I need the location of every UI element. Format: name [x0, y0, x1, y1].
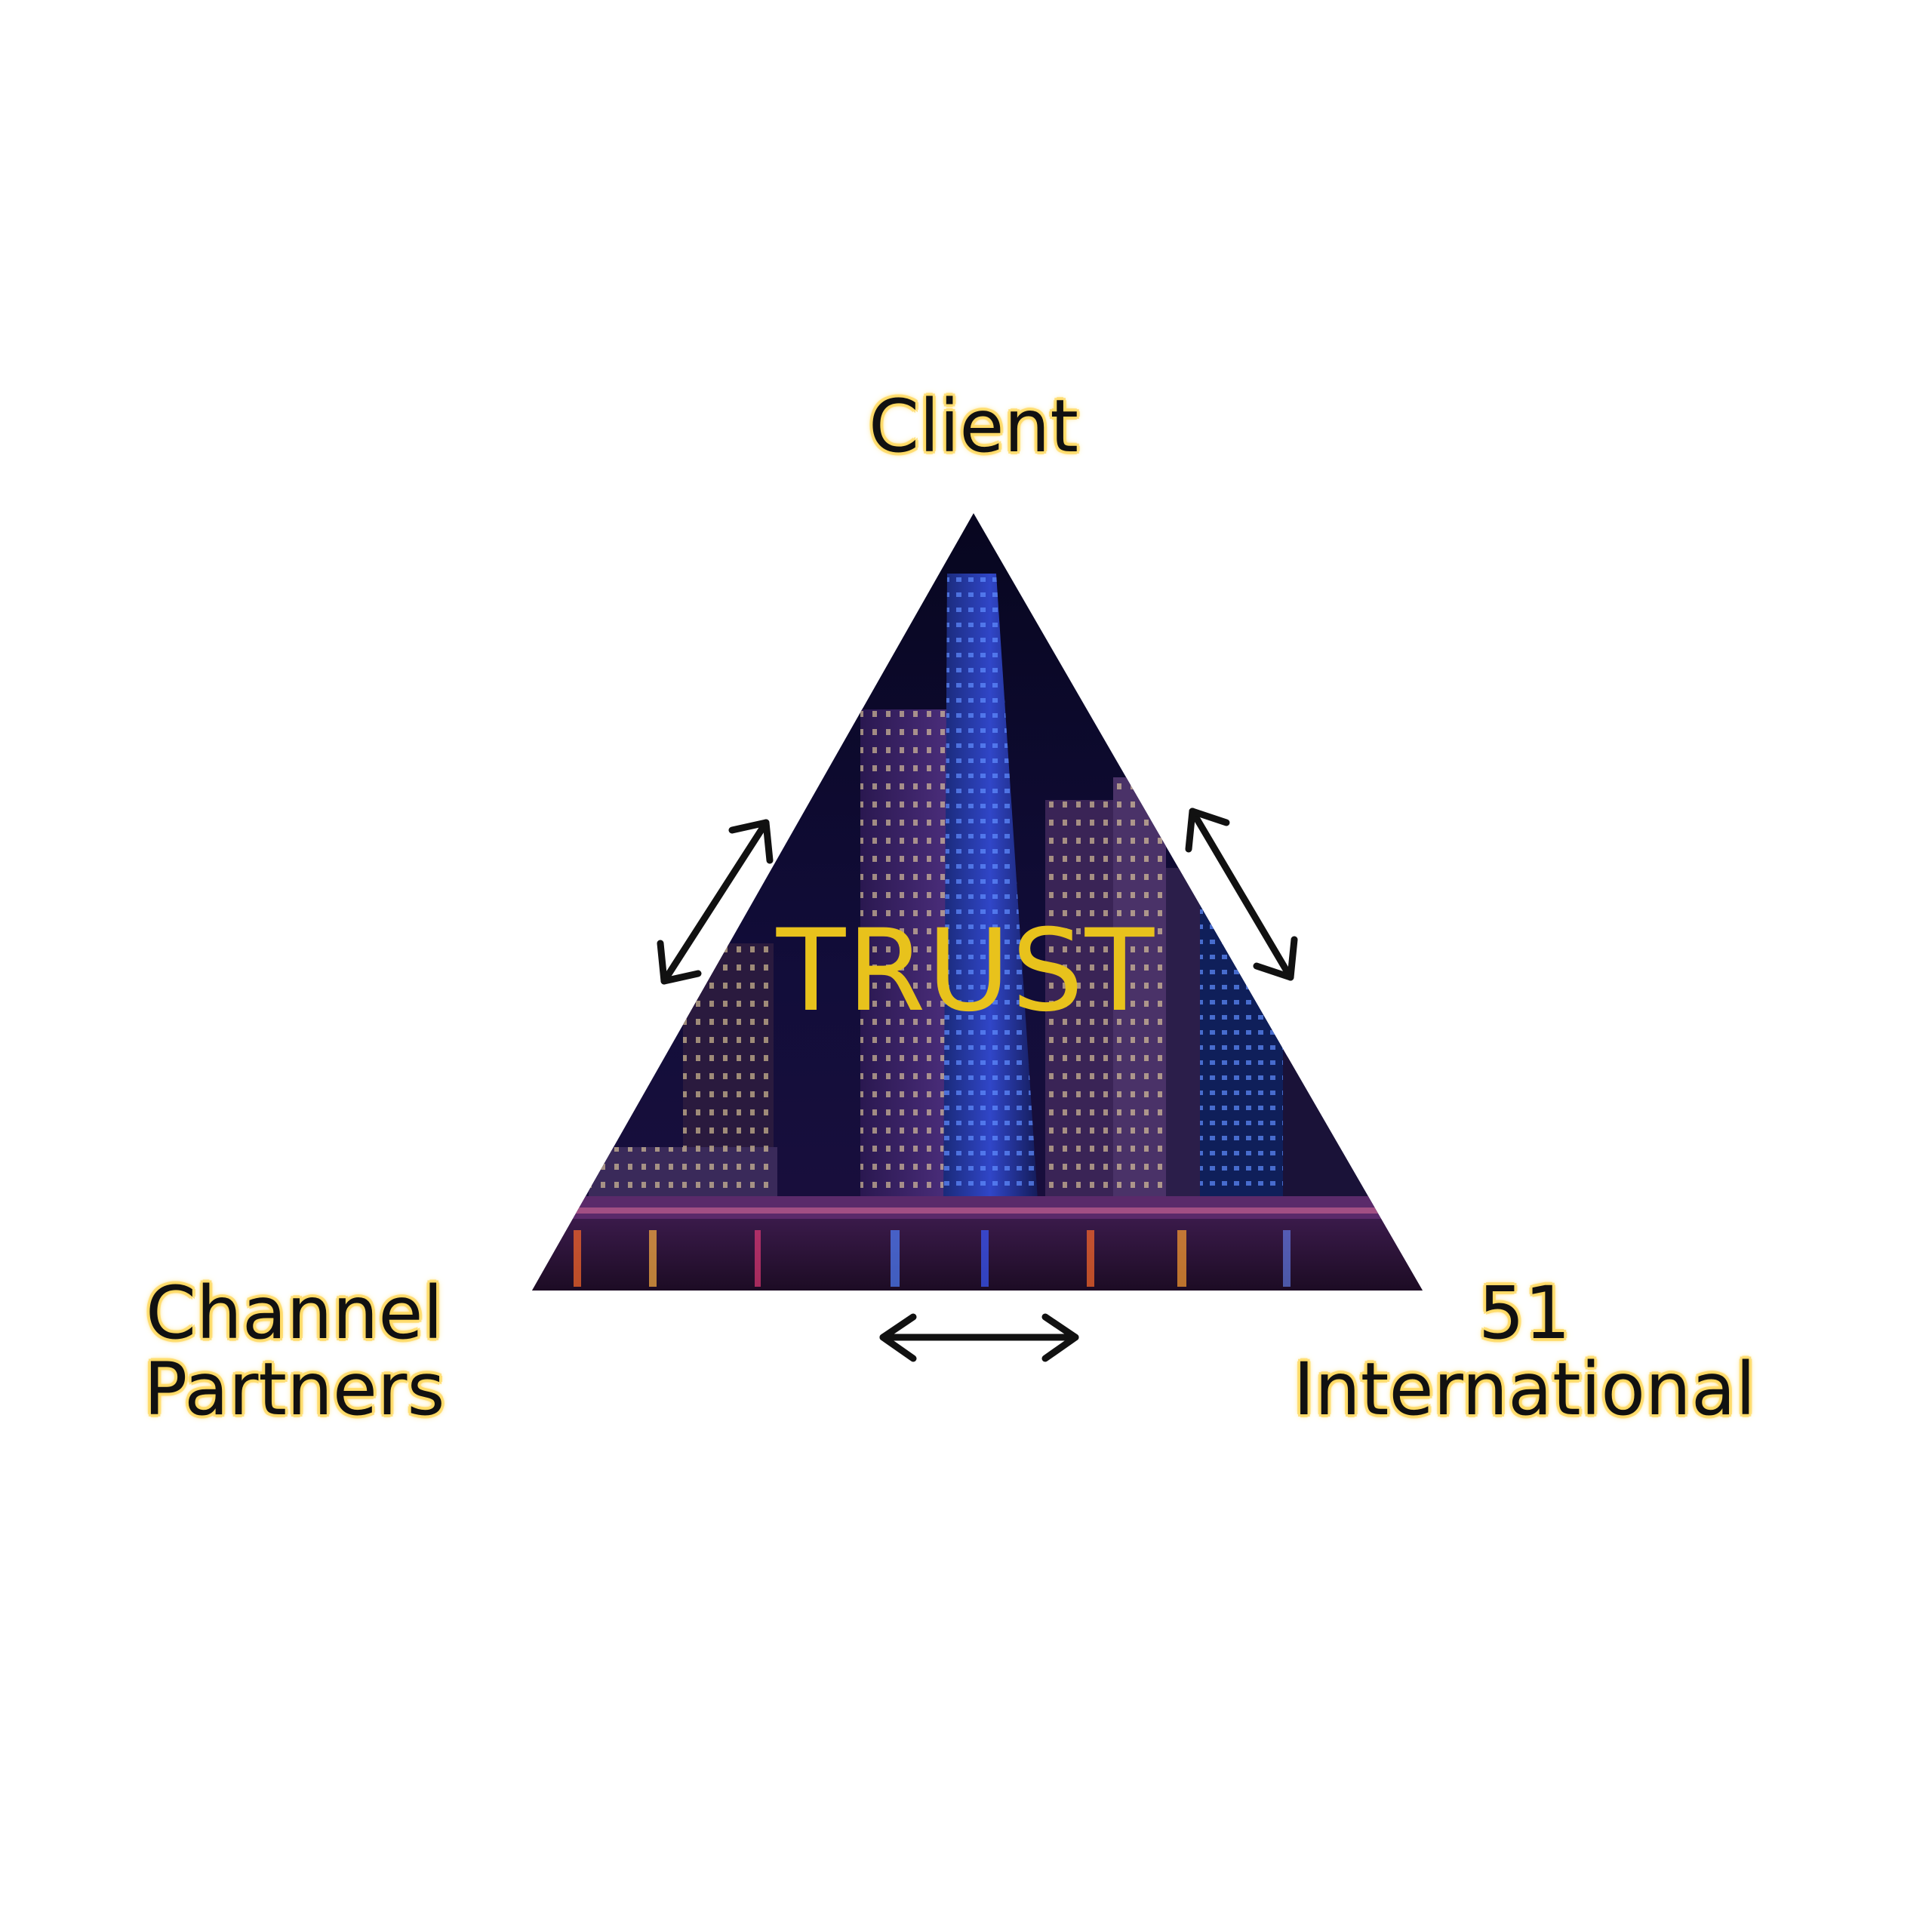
arrow-client-international — [1185, 808, 1298, 981]
channel-text-line1: Channel — [145, 1271, 444, 1355]
center-trust-label: TRUST — [776, 906, 1156, 1037]
city-night-image — [532, 513, 1423, 1291]
arrow-channel-international — [879, 1313, 1079, 1362]
node-client-label: Client — [823, 389, 1124, 465]
client-text: Client — [869, 384, 1078, 469]
intl-text-line1: 51 — [1478, 1271, 1571, 1355]
arrow-client-channel — [657, 819, 774, 985]
node-51-international-label: 51 International — [1238, 1275, 1811, 1428]
channel-text-line2: Partners — [143, 1346, 445, 1432]
node-channel-partners-label: Channel Partners — [98, 1275, 491, 1428]
intl-text-line2: International — [1293, 1346, 1756, 1432]
